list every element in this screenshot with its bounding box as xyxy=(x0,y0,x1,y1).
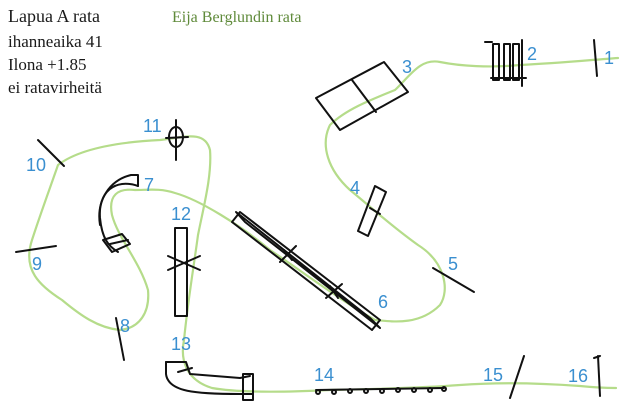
obstacle-10-jump xyxy=(37,139,65,167)
obstacle-14-weave xyxy=(315,386,447,395)
obstacle-4-jump xyxy=(357,185,387,237)
standard-time: ihanneaika 41 xyxy=(8,32,103,51)
obstacle-11-number: 11 xyxy=(143,116,162,136)
obstacle-16-jump xyxy=(593,355,601,397)
obstacle-7-number: 7 xyxy=(144,175,154,195)
obstacle-14-number: 14 xyxy=(314,365,334,385)
course-designer: Eija Berglundin rata xyxy=(172,9,302,26)
obstacle-5-jump xyxy=(432,267,475,293)
obstacle-6-number: 6 xyxy=(378,292,388,312)
obstacle-2-weave xyxy=(484,39,527,87)
obstacle-12-seesaw xyxy=(167,227,201,317)
obstacle-5-number: 5 xyxy=(448,254,458,274)
obstacle-3-number: 3 xyxy=(402,57,412,77)
obstacle-16-number: 16 xyxy=(568,366,588,386)
obstacle-1-jump xyxy=(593,39,598,77)
obstacle-9-jump xyxy=(15,245,57,253)
result-line: Ilona +1.85 xyxy=(8,55,87,74)
obstacle-7-tunnel xyxy=(98,174,139,253)
obstacle-8-jump xyxy=(115,317,125,361)
obstacle-15-number: 15 xyxy=(483,365,503,385)
obstacle-12-number: 12 xyxy=(171,204,191,224)
obstacle-13-tunnel xyxy=(165,361,254,401)
obstacle-2-number: 2 xyxy=(527,44,537,64)
dog-path xyxy=(28,56,620,393)
obstacle-8-number: 8 xyxy=(120,316,130,336)
obstacle-3-tunnel xyxy=(315,61,409,131)
obstacle-15-jump xyxy=(509,355,525,399)
obstacle-4-number: 4 xyxy=(350,178,360,198)
obstacle-11-tire xyxy=(165,119,189,161)
obstacle-13-number: 13 xyxy=(171,334,191,354)
obstacle-1-number: 1 xyxy=(604,48,614,68)
faults-line: ei ratavirheitä xyxy=(8,78,102,97)
obstacle-6-dogwalk xyxy=(231,211,381,331)
course-title: Lapua A rata xyxy=(8,6,100,26)
obstacle-10-number: 10 xyxy=(26,155,46,175)
obstacle-9-number: 9 xyxy=(32,254,42,274)
